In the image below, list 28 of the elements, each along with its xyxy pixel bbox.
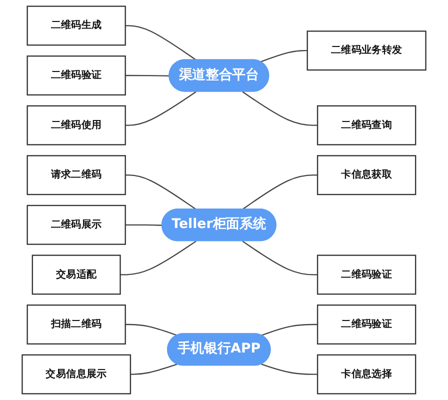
connector	[120, 240, 196, 276]
node-box: 卡信息选择	[316, 354, 416, 394]
connector	[125, 324, 178, 336]
connector	[261, 364, 318, 375]
connector	[130, 364, 178, 375]
node-box: 二维码生成	[26, 6, 126, 46]
node-box: 二维码使用	[26, 105, 126, 146]
connector	[242, 240, 318, 276]
connector	[261, 324, 318, 336]
connector	[125, 91, 196, 126]
node-box: 二维码验证	[316, 254, 416, 295]
node-box: 交易信息展示	[22, 354, 132, 394]
node-box: 二维码展示	[26, 204, 126, 245]
connector	[260, 50, 308, 62]
node-box: 二维码查询	[316, 105, 416, 146]
node-box: 请求二维码	[26, 155, 126, 196]
connector	[125, 25, 196, 60]
node-box: 卡信息获取	[316, 155, 416, 196]
connector	[125, 74, 170, 76]
connector	[125, 174, 196, 210]
connector	[242, 91, 318, 126]
node-box: 二维码验证	[316, 304, 416, 344]
connector	[242, 174, 318, 210]
connector	[125, 224, 162, 226]
node-box: 二维码验证	[26, 56, 126, 96]
node-box: 扫描二维码	[26, 304, 126, 344]
node-box: 二维码业务转发	[306, 30, 426, 71]
node-box: 交易适配	[32, 254, 121, 295]
